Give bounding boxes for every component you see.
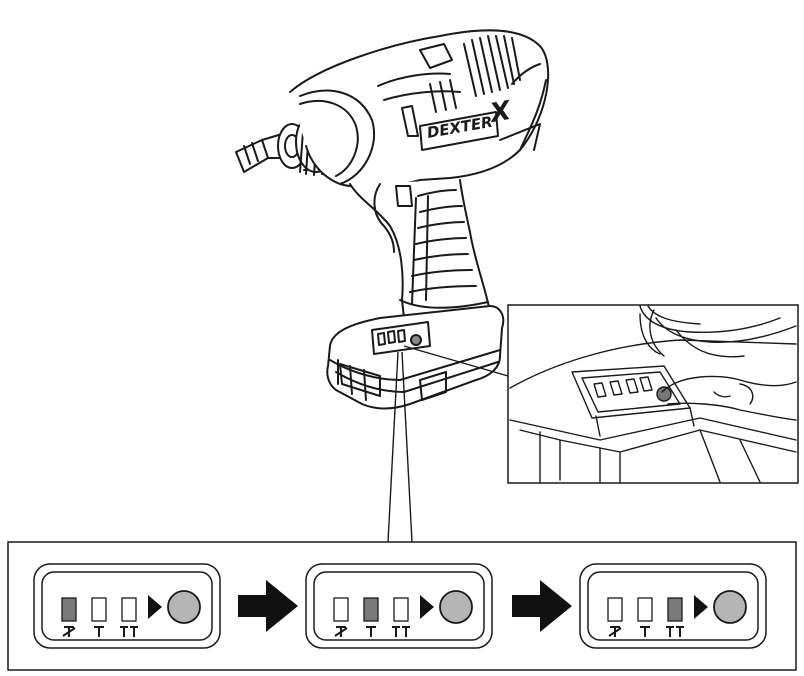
play-triangle-icon (420, 595, 434, 619)
mode-button[interactable] (167, 590, 201, 624)
sequence-arrows (238, 580, 572, 632)
mode-led-active (363, 597, 379, 622)
right-arrow-icon (512, 580, 572, 632)
callout-lines (387, 345, 509, 543)
play-triangle-icon (694, 595, 708, 619)
panel-inner-frame (41, 571, 213, 641)
mode-button[interactable] (713, 590, 747, 624)
mode-led-active (667, 597, 683, 622)
double-t-icon (392, 626, 410, 637)
play-triangle-icon (148, 595, 162, 619)
panel-inner-frame (313, 571, 485, 641)
mode-led (393, 597, 409, 622)
single-t-icon (366, 626, 376, 637)
mode-led-active (61, 597, 77, 622)
no-torque-icon (334, 626, 348, 637)
panel-inner-frame (587, 571, 759, 641)
mode-panel (33, 563, 221, 649)
impact-driver-illustration (235, 29, 550, 410)
double-t-icon (120, 626, 138, 637)
double-t-icon (666, 626, 684, 637)
right-arrow-icon (238, 580, 298, 632)
battery-pack (326, 305, 505, 410)
mode-button[interactable] (439, 590, 473, 624)
mode-panels (33, 563, 767, 649)
mode-led (637, 597, 653, 622)
no-torque-icon (62, 626, 76, 637)
zoom-inset (507, 304, 799, 484)
single-t-icon (640, 626, 650, 637)
mode-panel (579, 563, 767, 649)
mode-led (91, 597, 107, 622)
no-torque-icon (608, 626, 622, 637)
mode-led (333, 597, 349, 622)
grip-handle (349, 179, 491, 323)
mode-led (121, 597, 137, 622)
mode-panel (305, 563, 493, 649)
mode-led (607, 597, 623, 622)
single-t-icon (94, 626, 104, 637)
